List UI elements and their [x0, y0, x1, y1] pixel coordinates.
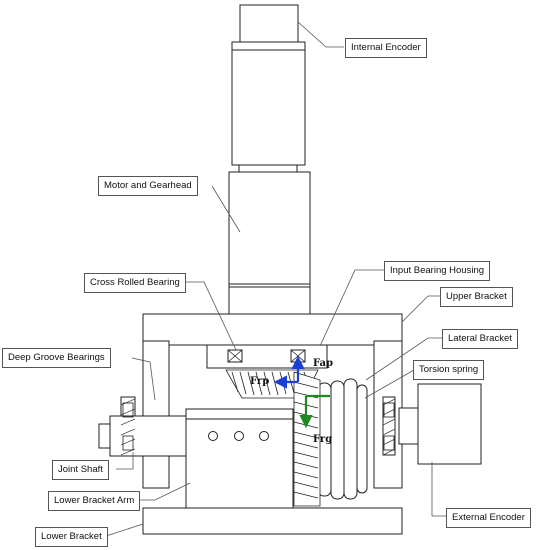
- leader-lines: [102, 21, 446, 538]
- pinion-force-arrows: [273, 355, 305, 389]
- torsion-spring-coil-2: [330, 380, 345, 500]
- torsion-spring-coil-4: [356, 384, 368, 494]
- label-cross-rolled-bearing: Cross Rolled Bearing: [84, 273, 186, 293]
- external-encoder-body: [417, 383, 482, 465]
- label-upper-bracket: Upper Bracket: [440, 287, 513, 307]
- label-joint-shaft: Joint Shaft: [52, 460, 109, 480]
- upper-bracket: [142, 313, 403, 346]
- label-lower-bracket-arm: Lower Bracket Arm: [48, 491, 141, 511]
- label-motor-gearhead: Motor and Gearhead: [98, 176, 198, 196]
- label-lower-bracket: Lower Bracket: [35, 527, 108, 547]
- label-input-bearing-housing: Input Bearing Housing: [384, 261, 491, 281]
- torsion-spring-coil-3: [343, 378, 358, 500]
- label-lateral-bracket: Lateral Bracket: [442, 329, 518, 349]
- force-label-f-rp: Frp: [250, 376, 269, 387]
- label-internal-encoder: Internal Encoder: [345, 38, 427, 58]
- lower-bracket-arm: [185, 408, 294, 509]
- lower-bracket: [142, 507, 403, 535]
- gearhead-body: [228, 171, 311, 315]
- internal-encoder-body: [239, 4, 299, 44]
- motor-upper-body: [231, 41, 306, 166]
- left-lateral-bracket: [142, 340, 170, 489]
- label-deep-groove-bearings: Deep Groove Bearings: [2, 348, 111, 368]
- force-label-f-rg: Frg: [313, 434, 332, 445]
- driven-bevel-gear: [293, 371, 321, 507]
- label-external-encoder: External Encoder: [446, 508, 531, 528]
- input-bearing-housing: [206, 344, 328, 369]
- gear-force-arrows: [299, 394, 330, 429]
- joint-shaft: [98, 423, 112, 449]
- force-label-f-ap: Fap: [313, 358, 333, 369]
- deep-groove-bearing-right: [382, 396, 396, 456]
- label-torsion-spring: Torsion spring: [413, 360, 485, 380]
